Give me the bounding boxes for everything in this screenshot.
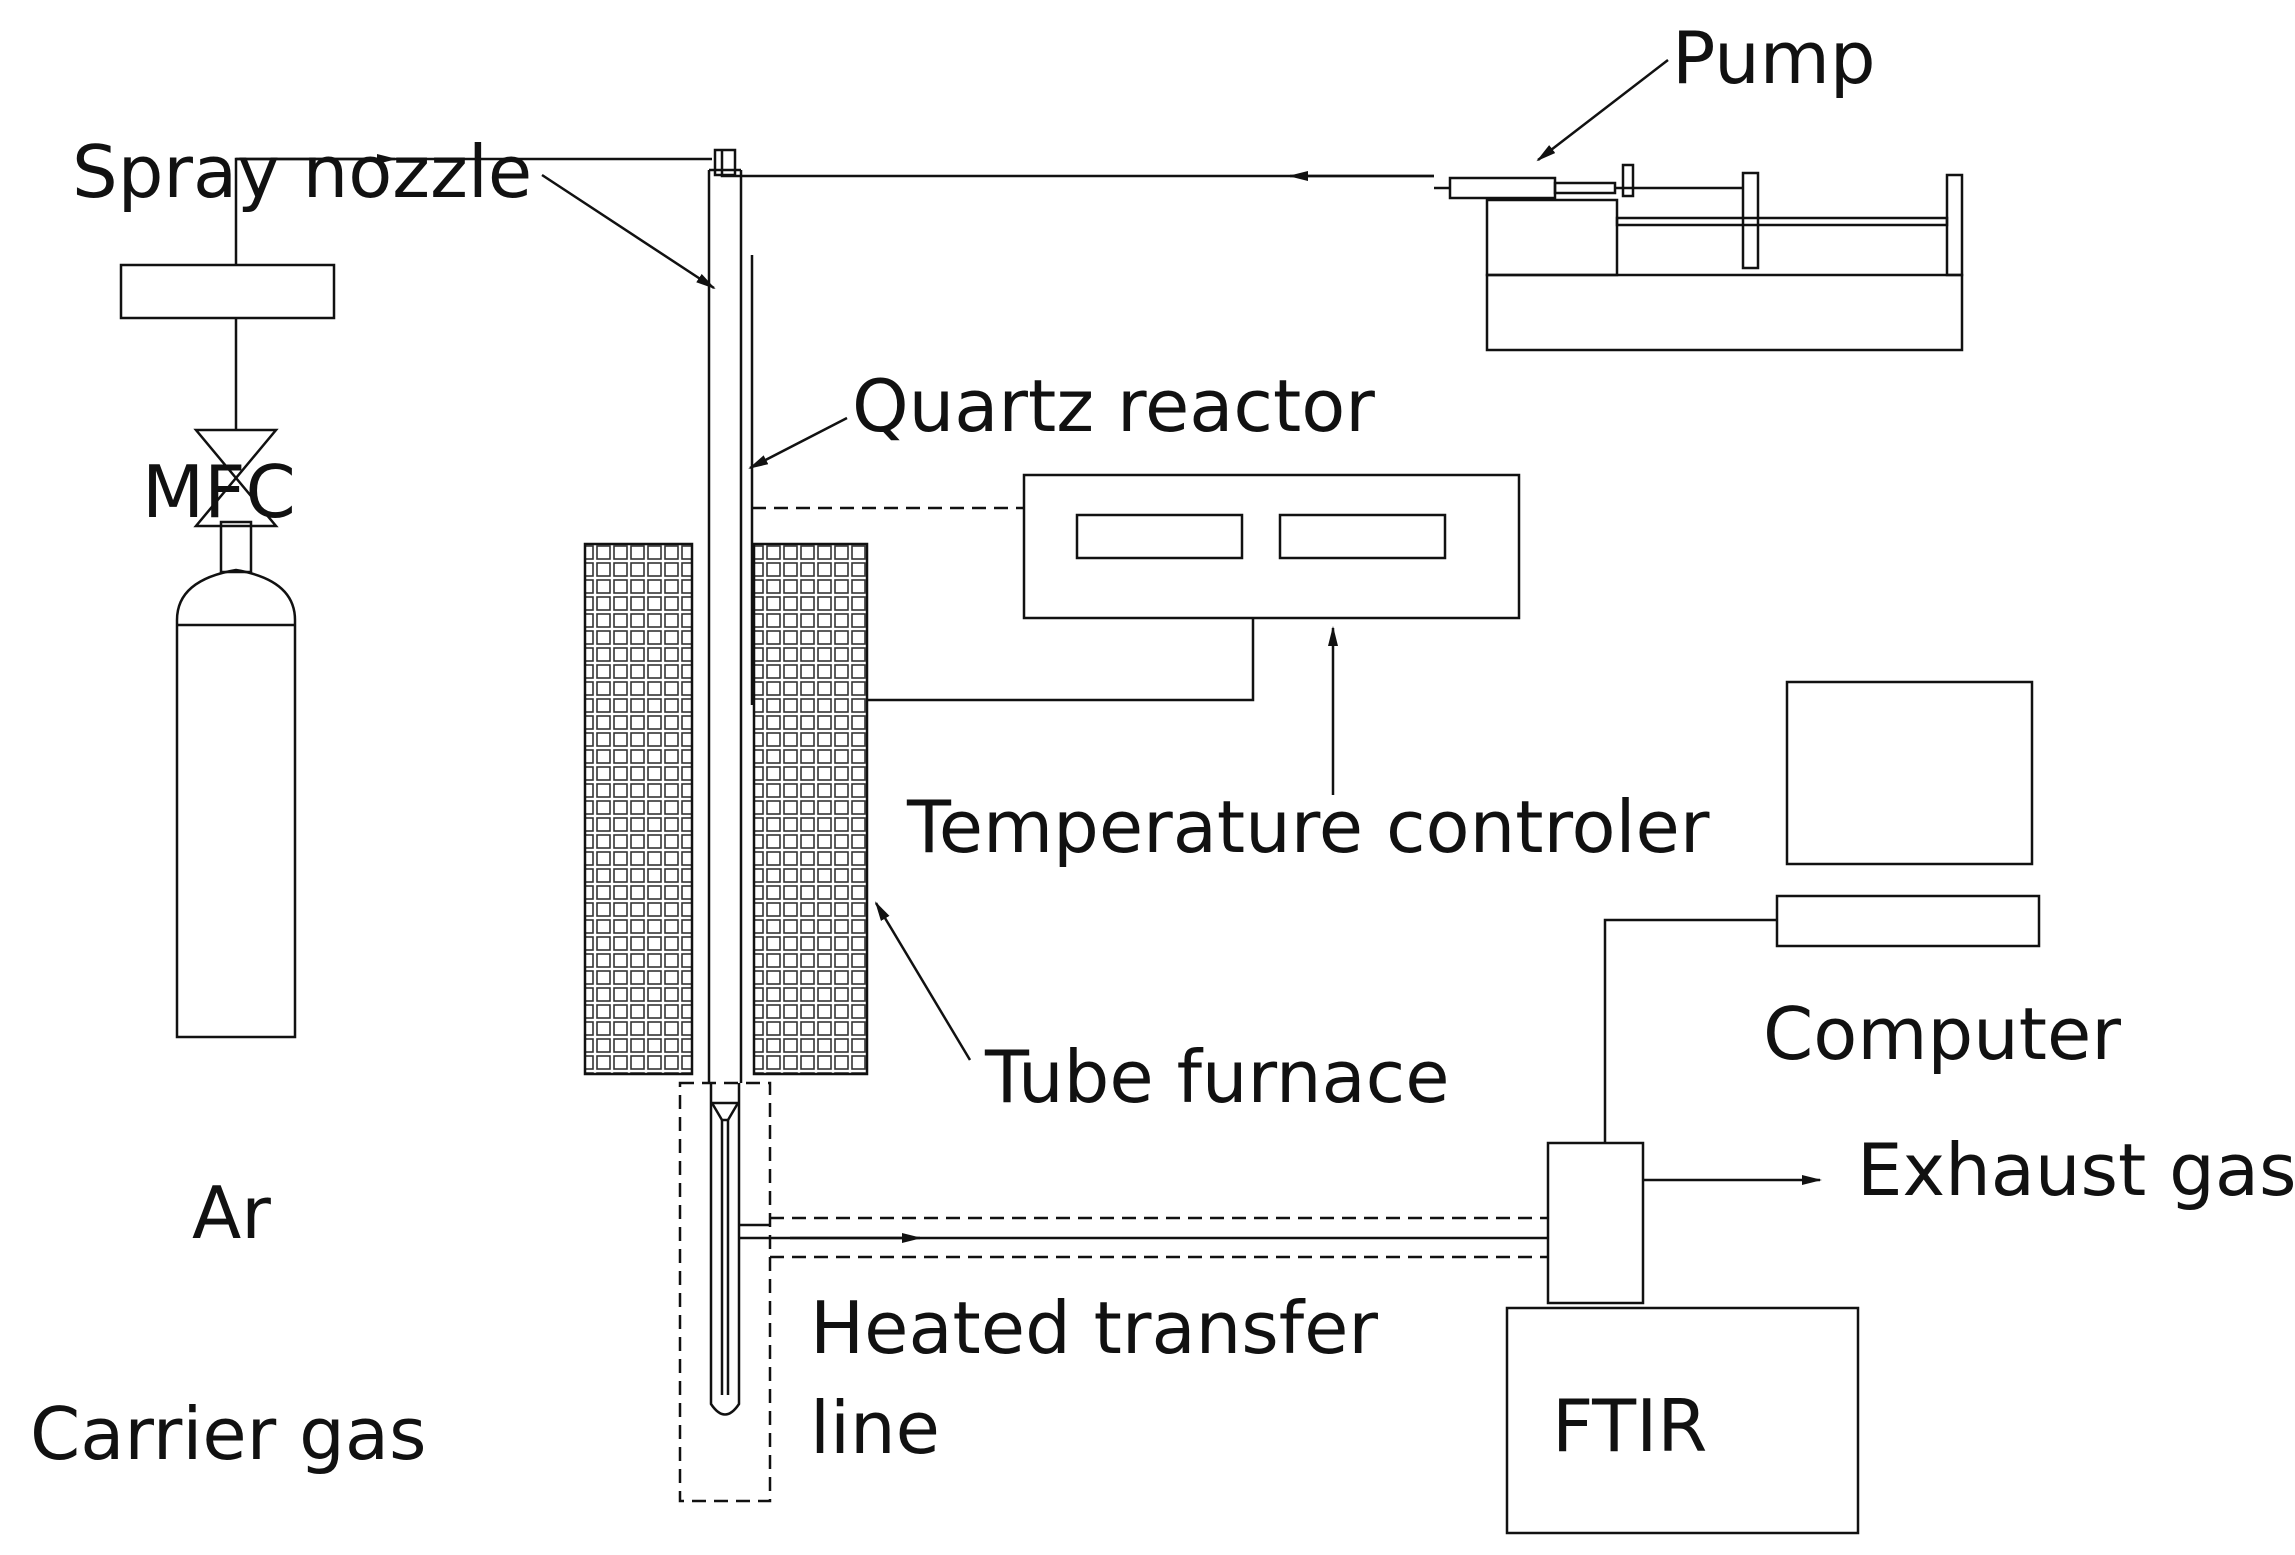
ftir-label: FTIR	[1552, 1384, 1708, 1468]
mfc-label: MFC	[142, 450, 296, 534]
heated-zone-box	[678, 1081, 772, 1503]
computer-label: Computer	[1763, 992, 2121, 1076]
heated-transfer-label-line2: line	[810, 1386, 940, 1470]
pump-label: Pump	[1672, 16, 1876, 100]
computer	[1603, 680, 2041, 1143]
mfc-box	[119, 263, 336, 320]
tube-furnace-right	[752, 542, 869, 1076]
heated-transfer-line	[739, 1216, 1548, 1259]
tube-furnace-left	[583, 542, 694, 1076]
label-leaders	[541, 59, 1669, 1061]
quartz-reactor-tube	[707, 148, 754, 1083]
syringe-pump	[720, 150, 1964, 352]
temperature-controller-label: Temperature controler	[907, 785, 1710, 869]
temperature-controller	[752, 473, 1521, 795]
sample-tube	[709, 1083, 741, 1416]
argon-label: Ar	[192, 1171, 271, 1255]
ftir-instrument	[1505, 1141, 1860, 1535]
exhaust-gas-label: Exhaust gas	[1857, 1128, 2295, 1212]
heated-transfer-label-line1: Heated transfer	[810, 1286, 1379, 1370]
argon-cylinder	[175, 520, 297, 1039]
carrier-gas-line	[119, 154, 712, 430]
quartz-reactor-label: Quartz reactor	[852, 364, 1375, 448]
tube-furnace-label: Tube furnace	[985, 1035, 1450, 1119]
spray-nozzle-label: Spray nozzle	[72, 130, 533, 214]
carrier-gas-label: Carrier gas	[30, 1392, 427, 1476]
